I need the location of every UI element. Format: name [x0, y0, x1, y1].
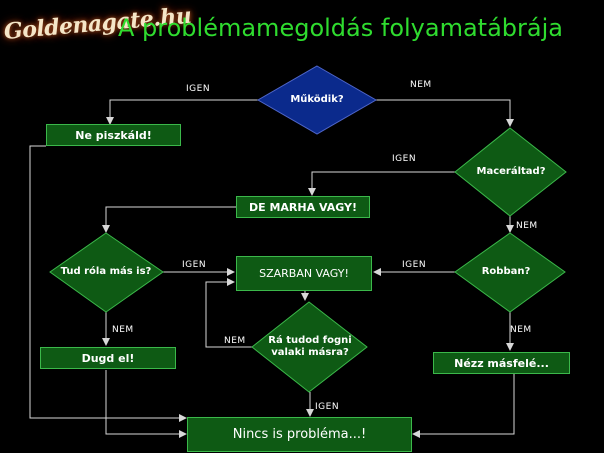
- decision-tud-rola-text: Tud róla más is?: [60, 266, 152, 277]
- edge-mukodik-igen: [106, 99, 258, 125]
- decision-tud-rola: [49, 232, 164, 313]
- edge-dugdel-to-nincs: [105, 370, 187, 438]
- box-nincs-is-problema: Nincs is probléma...!: [187, 417, 412, 452]
- box-nezz-masfele: Nézz másfelé...: [433, 352, 570, 374]
- decision-ra-tudod: [251, 301, 368, 393]
- label-ra-tudod-igen: IGEN: [315, 402, 340, 412]
- label-mukodik-nem: NEM: [410, 80, 432, 90]
- decision-ra-tudod-line-2: valaki másra?: [271, 347, 349, 358]
- connector-lines: [29, 99, 515, 438]
- label-robban-igen: IGEN: [402, 260, 427, 270]
- diagram-title: A problémamegoldás folyamatábrája: [118, 14, 563, 42]
- label-maceraltad-nem: NEM: [516, 221, 538, 231]
- label-tud-rola-igen: IGEN: [182, 260, 207, 270]
- box-de-marha-vagy: DE MARHA VAGY!: [236, 196, 370, 218]
- decision-mukodik: [256, 65, 378, 135]
- edge-nepiszkald-to-nincs: [29, 145, 187, 422]
- decision-robban: [454, 232, 566, 313]
- label-ra-tudod-nem: NEM: [224, 336, 246, 346]
- box-dugd-el: Dugd el!: [40, 347, 176, 369]
- decision-ra-tudod-text: Rá tudod fogni valaki másra?: [268, 335, 351, 359]
- decision-maceraltad-text: Maceráltad?: [476, 166, 546, 177]
- label-maceraltad-igen: IGEN: [392, 154, 417, 164]
- decision-mukodik-text: Működik?: [290, 94, 344, 105]
- edge-nezz-to-nincs: [412, 374, 515, 438]
- label-tud-rola-nem: NEM: [112, 325, 134, 335]
- decision-ra-tudod-line-1: Rá tudod fogni: [268, 335, 352, 346]
- box-ne-piszkald: Ne piszkáld!: [46, 124, 181, 146]
- label-mukodik-igen: IGEN: [186, 84, 211, 94]
- edge-maceraltad-igen: [308, 171, 455, 196]
- edge-demarha-to-tudrola: [102, 206, 236, 233]
- edge-mukodik-nem: [376, 99, 514, 127]
- box-szarban-vagy: SZARBAN VAGY!: [236, 256, 372, 291]
- decision-robban-text: Robban?: [481, 266, 531, 277]
- label-robban-nem: NEM: [510, 325, 532, 335]
- decision-maceraltad: [454, 127, 567, 217]
- edge-ratudod-nem: [205, 278, 252, 348]
